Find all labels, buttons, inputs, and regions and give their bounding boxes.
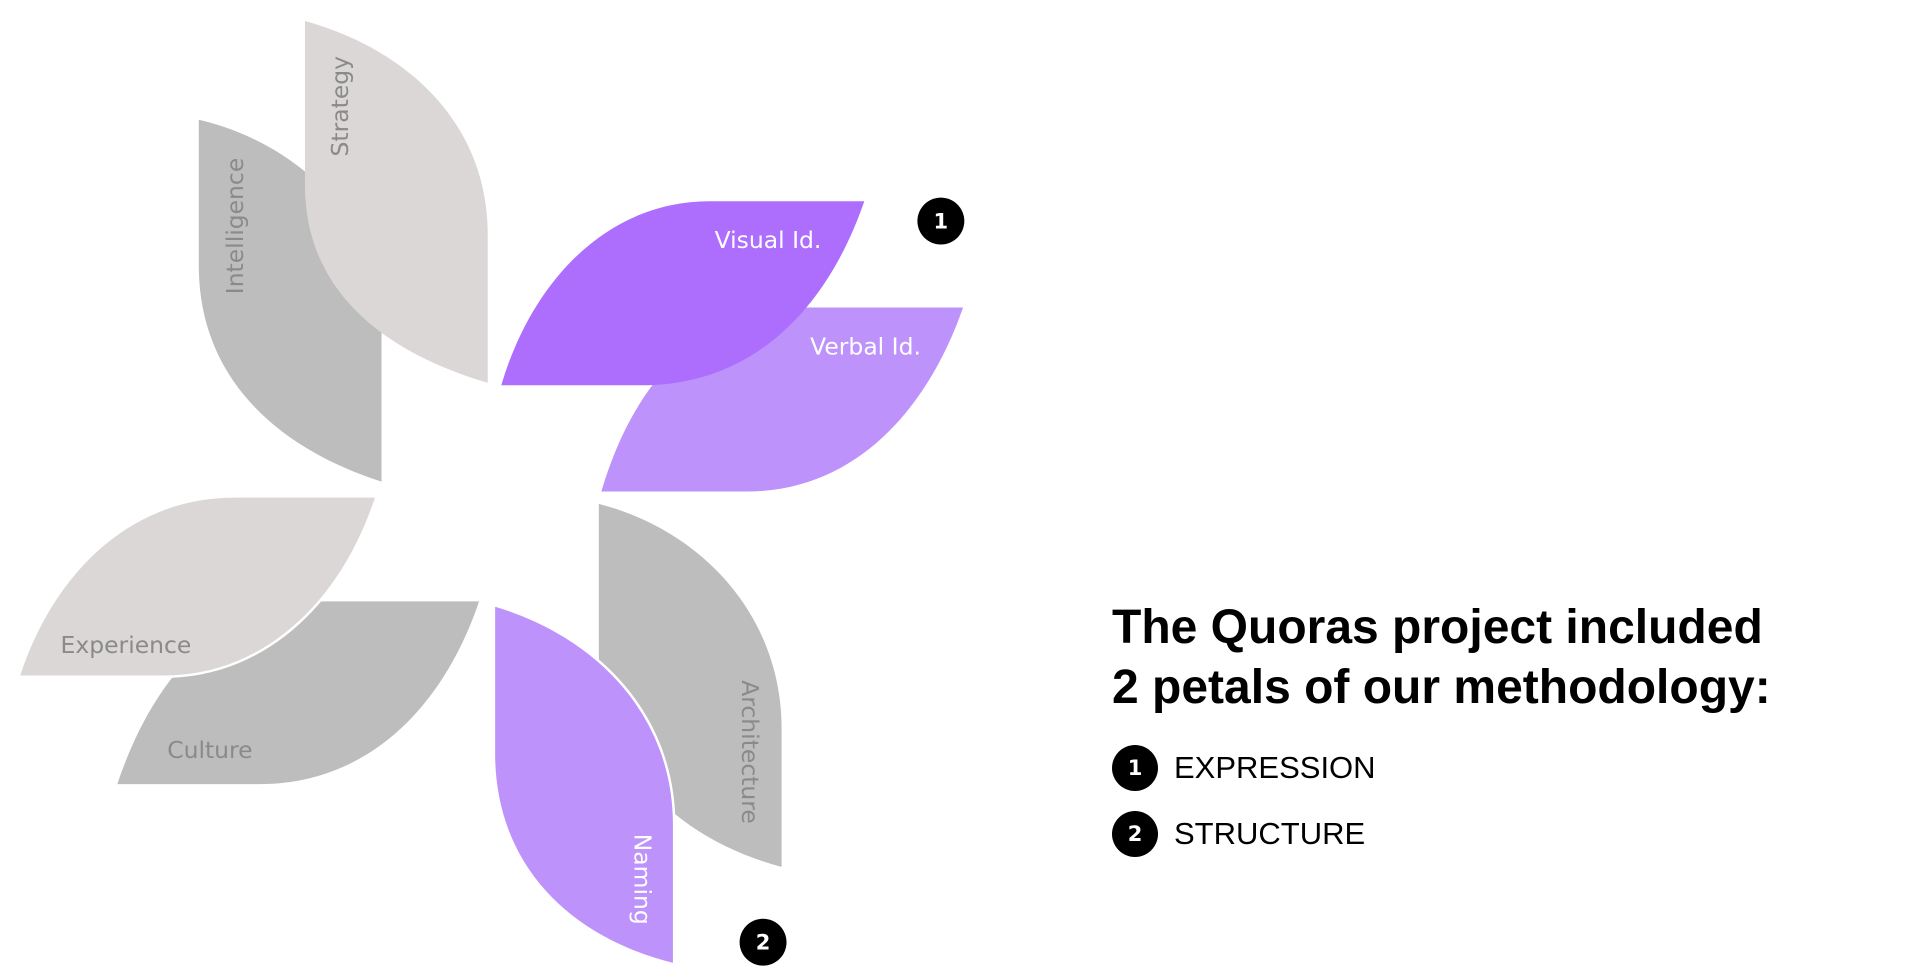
badge-1-number: 1 bbox=[934, 209, 949, 233]
list-item-label: STRUCTURE bbox=[1174, 816, 1366, 851]
badge-2-number: 2 bbox=[756, 931, 771, 955]
label-architecture: Architecture bbox=[736, 680, 764, 824]
list-item: 2 STRUCTURE bbox=[1112, 810, 1771, 858]
summary-heading: The Quoras project included 2 petals of … bbox=[1112, 598, 1771, 718]
list-item: 1 EXPRESSION bbox=[1112, 744, 1771, 792]
label-naming: Naming bbox=[629, 834, 657, 925]
petal-visual-id bbox=[501, 201, 865, 386]
label-culture: Culture bbox=[167, 736, 252, 764]
petal-list: 1 EXPRESSION 2 STRUCTURE bbox=[1112, 744, 1771, 858]
list-item-label: EXPRESSION bbox=[1174, 750, 1376, 785]
number-badge: 1 bbox=[1112, 745, 1158, 791]
heading-line-2: 2 petals of our methodology: bbox=[1112, 661, 1771, 714]
label-experience: Experience bbox=[61, 631, 192, 659]
badge-2: 2 bbox=[739, 918, 787, 966]
petal-strategy bbox=[304, 20, 488, 383]
label-intelligence: Intelligence bbox=[221, 158, 249, 294]
label-strategy: Strategy bbox=[326, 56, 354, 157]
badge-1: 1 bbox=[917, 197, 965, 245]
label-verbal-id: Verbal Id. bbox=[810, 332, 921, 360]
label-visual-id: Visual Id. bbox=[715, 226, 822, 254]
summary-panel: The Quoras project included 2 petals of … bbox=[1112, 598, 1771, 876]
petal-naming bbox=[492, 603, 676, 967]
heading-line-1: The Quoras project included bbox=[1112, 601, 1763, 654]
petal-experience bbox=[16, 495, 379, 678]
number-badge: 2 bbox=[1112, 811, 1158, 857]
